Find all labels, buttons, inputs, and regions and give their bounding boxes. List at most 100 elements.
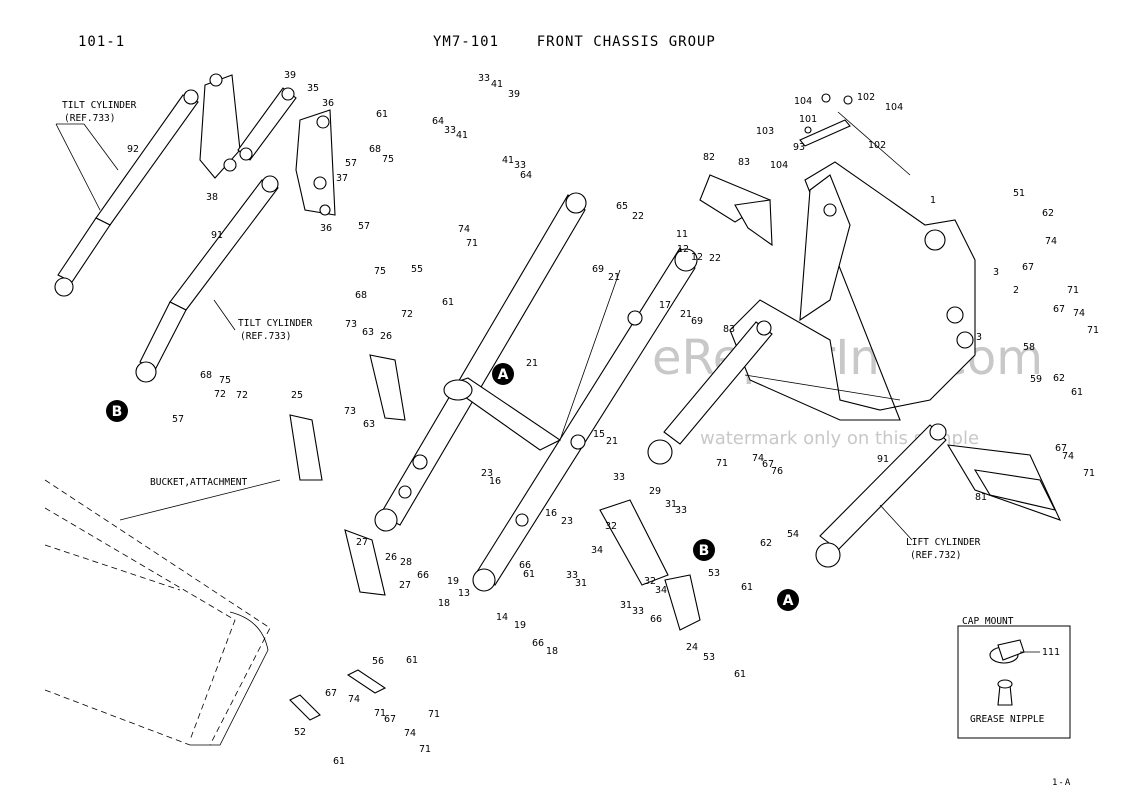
lift-cylinder-ref: (REF.732) <box>910 550 961 561</box>
pedal-linkage <box>799 93 911 176</box>
part-number-label: 61 <box>376 109 388 120</box>
part-number-label: 41 <box>502 155 514 166</box>
part-number-label: 3 <box>993 267 999 278</box>
part-number-label: 72 <box>236 390 248 401</box>
fender-plates <box>699 174 1062 521</box>
part-number-label: 58 <box>1023 342 1035 353</box>
part-number-label: 39 <box>508 89 520 100</box>
part-number-label: 57 <box>358 221 370 232</box>
part-number-label: 34 <box>655 585 667 596</box>
part-number-label: 14 <box>496 612 508 623</box>
part-number-label: 56 <box>372 656 384 667</box>
part-number-label: 104 <box>794 96 812 107</box>
part-number-label: 92 <box>127 144 139 155</box>
lift-cylinder-upper <box>647 320 773 465</box>
part-number-label: 74 <box>348 694 360 705</box>
bucket-links <box>289 354 701 631</box>
part-number-label: 61 <box>741 582 753 593</box>
part-number-label: 16 <box>545 508 557 519</box>
part-number-label: 67 <box>325 688 337 699</box>
part-number-label: 19 <box>447 576 459 587</box>
part-number-label: 103 <box>756 126 774 137</box>
part-number-label: 26 <box>380 331 392 342</box>
part-number-label: 21 <box>608 272 620 283</box>
part-number-label: 74 <box>1045 236 1057 247</box>
part-number-label: 81 <box>975 492 987 503</box>
part-number-label: 101 <box>799 114 817 125</box>
part-number-label: 33 <box>514 160 526 171</box>
callout-a: A <box>777 589 799 611</box>
part-number-label: 32 <box>605 521 617 532</box>
part-number-label: 67 <box>1055 443 1067 454</box>
part-number-label: 71 <box>428 709 440 720</box>
part-number-label: 61 <box>734 669 746 680</box>
part-number-label: 2 <box>1013 285 1019 296</box>
part-number-label: 71 <box>1087 325 1099 336</box>
part-number-label: 71 <box>419 744 431 755</box>
part-number-label: 25 <box>291 390 303 401</box>
cross-tube <box>443 269 621 451</box>
tilt-cylinder-lower-label: TILT CYLINDER (REF.733) <box>238 318 313 342</box>
loader-arm-left <box>374 192 587 532</box>
part-number-label: 33 <box>675 505 687 516</box>
part-number-label: 19 <box>514 620 526 631</box>
watermark-sub: watermark only on this sample <box>700 428 980 449</box>
part-number-label: 24 <box>686 642 698 653</box>
part-number-label: 64 <box>432 116 444 127</box>
tilt-cylinder-upper-name: TILT CYLINDER <box>62 100 137 111</box>
part-number-label: 41 <box>456 130 468 141</box>
part-number-label: 63 <box>362 327 374 338</box>
part-number-label: 75 <box>219 375 231 386</box>
part-number-label: 18 <box>546 646 558 657</box>
part-number-label: 21 <box>680 309 692 320</box>
part-number-label: 62 <box>1042 208 1054 219</box>
tilt-cylinder-lower <box>135 175 279 383</box>
part-number-label: 36 <box>322 98 334 109</box>
part-number-label: 74 <box>1073 308 1085 319</box>
part-number-label: 41 <box>491 79 503 90</box>
part-number-label: 91 <box>211 230 223 241</box>
svg-text:B: B <box>112 404 123 420</box>
tilt-link-plates <box>199 73 336 216</box>
cap-mount-part-number: 111 <box>1042 647 1060 658</box>
part-number-label: 28 <box>400 557 412 568</box>
callout-b: B <box>106 400 128 422</box>
part-number-label: 59 <box>1030 374 1042 385</box>
callout-b: B <box>693 539 715 561</box>
part-number-label: 65 <box>616 201 628 212</box>
svg-text:B: B <box>699 543 710 559</box>
part-number-label: 51 <box>1013 188 1025 199</box>
part-number-label: 33 <box>632 606 644 617</box>
part-number-label: 31 <box>575 578 587 589</box>
part-number-label: 52 <box>294 727 306 738</box>
part-number-label: 62 <box>1053 373 1065 384</box>
part-number-label: 74 <box>1062 451 1074 462</box>
page-footer: 1-A <box>1052 778 1072 788</box>
part-number-label: 72 <box>214 389 226 400</box>
loader-arm-right <box>472 247 698 592</box>
part-number-label: 83 <box>723 324 735 335</box>
part-number-label: 66 <box>519 560 531 571</box>
part-number-label: 72 <box>401 309 413 320</box>
tilt-cylinder-lower-ref: (REF.733) <box>240 331 291 342</box>
part-number-label: 69 <box>691 316 703 327</box>
tilt-cylinder-upper <box>54 89 199 297</box>
part-number-label: 11 <box>676 229 688 240</box>
part-number-label: 23 <box>481 468 493 479</box>
part-number-label: 67 <box>762 459 774 470</box>
part-number-label: 71 <box>374 708 386 719</box>
lift-cylinder-name: LIFT CYLINDER <box>906 537 981 548</box>
part-number-label: 83 <box>738 157 750 168</box>
part-number-label: 68 <box>355 290 367 301</box>
part-number-label: 35 <box>307 83 319 94</box>
cap-mount-inset: CAP MOUNT 111 GREASE NIPPLE <box>957 616 1071 739</box>
part-number-label: 73 <box>345 319 357 330</box>
part-number-label: 38 <box>206 192 218 203</box>
part-number-label: 34 <box>591 545 603 556</box>
part-number-label: 1 <box>930 195 936 206</box>
part-number-label: 102 <box>868 140 886 151</box>
part-number-label: 27 <box>356 537 368 548</box>
part-number-label: 66 <box>417 570 429 581</box>
part-number-label: 33 <box>478 73 490 84</box>
